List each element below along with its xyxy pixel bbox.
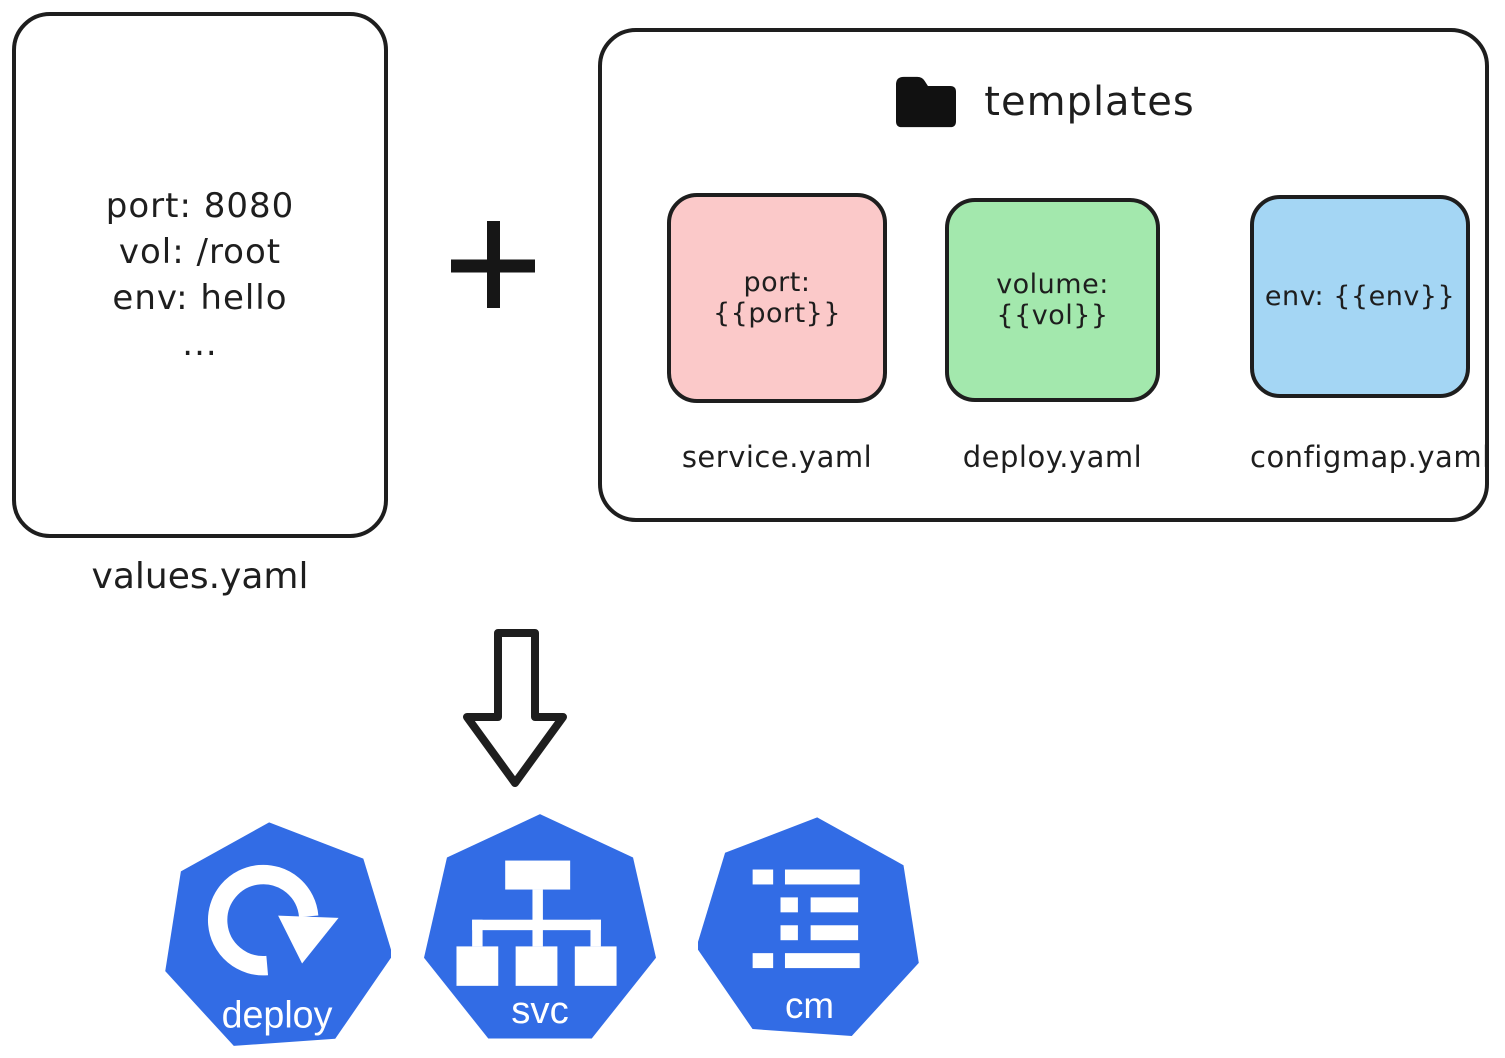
values-line-ellipsis: ... — [182, 324, 218, 364]
templates-header: templates — [602, 72, 1485, 132]
configmap-icon: cm — [698, 817, 919, 1036]
template-card-configmap: env: {{env}} — [1250, 195, 1470, 398]
values-line-vol: vol: /root — [118, 232, 282, 272]
configmap-list-glyph — [752, 869, 860, 969]
values-yaml-box: port: 8080 vol: /root env: hello ... — [12, 12, 388, 538]
template-card-deploy-content: volume: {{vol}} — [996, 269, 1109, 331]
deploy-yaml-label: deploy.yaml — [962, 440, 1143, 474]
service-icon: svc — [424, 814, 656, 1039]
service-tree-glyph — [456, 860, 617, 986]
configmap-heptagon — [698, 817, 919, 1036]
rollout-arrow-glyph — [207, 864, 339, 976]
folder-icon — [896, 76, 957, 128]
svc-label: svc — [511, 989, 568, 1032]
templates-label: templates — [984, 79, 1195, 125]
deploy-label: deploy — [222, 993, 333, 1035]
template-card-service-content: port: {{port}} — [712, 267, 842, 329]
cm-label: cm — [785, 985, 834, 1026]
down-arrow-icon — [463, 629, 567, 787]
template-card-service: port: {{port}} — [667, 193, 887, 403]
templates-folder-box: templates port: {{port}} volume: {{vol}}… — [598, 28, 1491, 522]
values-yaml-label: values.yaml — [91, 556, 309, 597]
configmap-yaml-label: configmap.yaml — [1250, 440, 1491, 474]
plus-horizontal-bar — [451, 259, 535, 273]
template-card-deploy: volume: {{vol}} — [945, 198, 1160, 402]
service-yaml-label: service.yaml — [681, 440, 873, 474]
deployment-heptagon — [165, 822, 391, 1046]
deployment-icon: deploy — [165, 822, 391, 1046]
values-line-port: port: 8080 — [105, 186, 295, 226]
values-yaml-content: port: 8080 vol: /root env: hello ... — [106, 183, 294, 367]
plus-icon — [451, 221, 535, 308]
values-line-env: env: hello — [112, 278, 288, 318]
template-card-configmap-content: env: {{env}} — [1264, 281, 1456, 312]
